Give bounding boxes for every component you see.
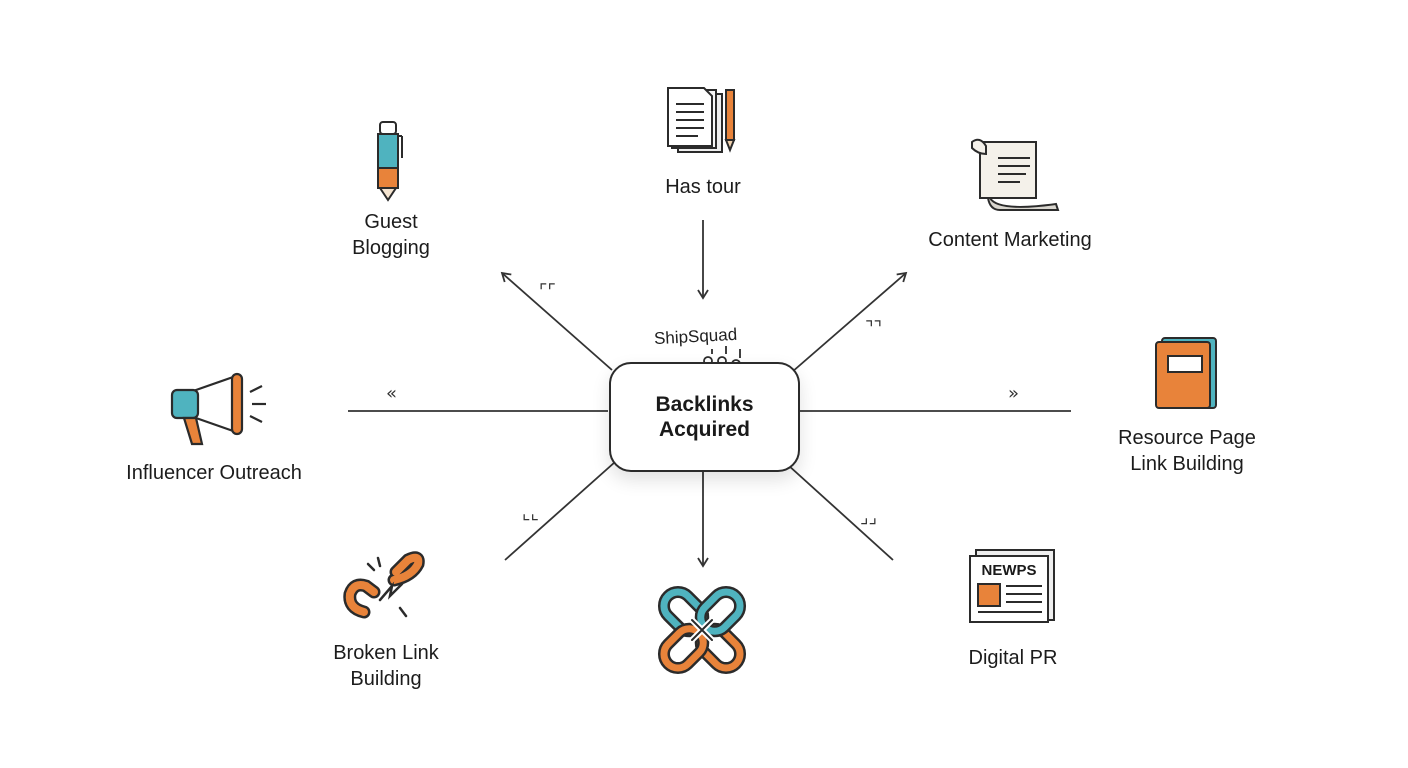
newspaper-badge: NEWPS: [981, 562, 1036, 579]
crossed-chain-links-icon: [657, 585, 747, 675]
book-icon: [1155, 337, 1217, 409]
connector-content: [791, 271, 908, 373]
chevron-left-icon: «: [386, 383, 398, 404]
documents-pencil-icon: [667, 87, 736, 153]
chevron-broken-icon: ⌞⌞: [522, 503, 539, 524]
center-label: Backlinks Acquired: [655, 393, 754, 441]
node-label-top: Has tour: [665, 176, 741, 198]
node-label-broken-link: Broken Link Building: [333, 642, 439, 690]
chevron-right-icon: »: [1008, 383, 1020, 404]
node-label-guest-blogging: Guest Blogging: [352, 211, 430, 259]
node-label-digital-pr: Digital PR: [968, 647, 1058, 669]
center-node: Backlinks Acquired: [609, 362, 800, 472]
connector-broken: [504, 461, 616, 561]
chevron-digitalpr-icon: ⌟⌟: [860, 507, 877, 528]
megaphone-icon: [170, 372, 266, 446]
node-label-influencer-outreach: Influencer Outreach: [126, 462, 302, 484]
connector-digitalpr: [787, 464, 894, 561]
broken-chain-icon: [343, 551, 425, 619]
scroll-document-icon: [971, 138, 1060, 211]
node-label-resource-page: Resource Page Link Building: [1118, 427, 1256, 475]
newspaper-icon: NEWPS: [969, 549, 1055, 623]
pen-icon: [377, 121, 403, 202]
node-label-content-marketing: Content Marketing: [928, 229, 1092, 251]
connector-guest: [500, 271, 613, 371]
chevron-guest-icon: ⌜⌜: [539, 281, 556, 302]
chevron-content-icon: ⌝⌝: [865, 318, 882, 339]
